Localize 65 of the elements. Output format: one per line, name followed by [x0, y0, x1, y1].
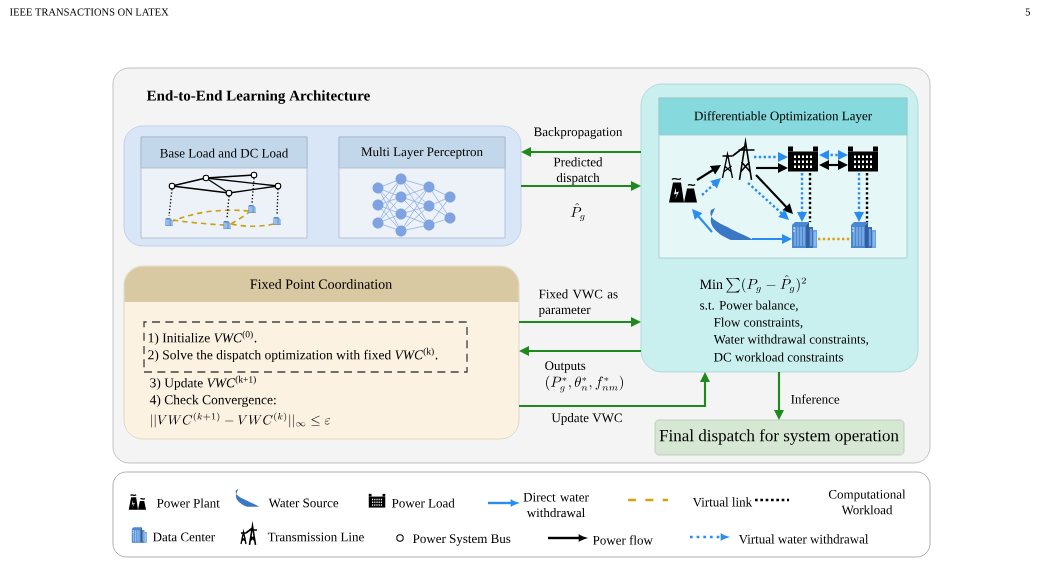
result-box: Final dispatch for system operation — [654, 419, 905, 456]
step-text: 2) Solve the dispatch optimization with fixed VWC$^{(k)}$. — [148, 347, 438, 363]
page-number: 5 — [1025, 8, 1030, 16]
power-plant-icon — [669, 177, 697, 203]
arrow — [755, 174, 793, 214]
arrow — [752, 234, 792, 244]
legend-label: Virtual water withdrawal — [738, 534, 869, 544]
card-heading: Multi Layer Perceptron — [361, 147, 483, 159]
edge-label: Outputs — [545, 361, 586, 373]
legend-label: Computational Workload — [828, 489, 906, 515]
formula: $\hat{P}_g$ — [570, 203, 585, 221]
edge-label: Predicted dispatch — [553, 157, 603, 185]
arrow — [696, 165, 721, 181]
constraint-text: Water withdrawal constraints, — [713, 334, 869, 346]
connector-line — [865, 173, 869, 222]
arrow — [756, 163, 788, 173]
legend-label: Power System Bus — [413, 534, 511, 546]
panel-title: End-to-End Learning Architecture — [146, 90, 370, 104]
edge-label: Inference — [791, 394, 840, 404]
card-heading: Fixed Point Coordination — [250, 279, 392, 289]
legend-label: Transmission Line — [267, 532, 364, 542]
legend-label: Power flow — [593, 535, 653, 545]
legend-label: Power Plant — [157, 498, 220, 508]
step-text: 3) Update VWC$^{(k+1)}$ — [150, 375, 256, 391]
card-heading: Base Load and DC Load — [160, 148, 289, 158]
edge-label: Fixed VWC as parameter — [538, 289, 618, 317]
formula: $(P_g^*, \theta_n^*, f_{nm}^*)$ — [546, 375, 623, 393]
legend-label: Power Load — [392, 498, 455, 508]
arrow — [692, 209, 713, 233]
constraint-text: s.t. Power balance, — [700, 300, 798, 312]
legend-label: Data Center — [153, 532, 215, 542]
arrow — [797, 173, 807, 222]
arrow — [521, 181, 641, 191]
connector-line — [808, 173, 812, 222]
power-load-icon — [788, 146, 818, 172]
arrow — [519, 372, 710, 408]
step-text: 4) Check Convergence: — [149, 394, 276, 408]
arrow — [747, 182, 789, 220]
arrow — [519, 317, 641, 327]
edge-label: Backpropagation — [534, 127, 623, 139]
constraint-text: Flow constraints, — [714, 317, 803, 329]
double-arrow — [819, 160, 848, 170]
legend-label: Direct water withdrawal — [523, 492, 589, 518]
step-text: 1) Initialize VWC$^{(0)}$. — [148, 330, 257, 346]
arrow — [521, 147, 641, 157]
arrow — [701, 178, 721, 196]
running-header: IEEE TRANSACTIONS ON LATEX — [10, 8, 169, 16]
power-load-icon — [848, 146, 878, 172]
double-arrow — [819, 150, 848, 160]
formula: $\mathrm{Min}\sum(P_g - \hat{P}_g)^2$ — [700, 275, 806, 293]
data-center-icon — [792, 222, 817, 248]
formula: $||VWC^{(k+1)} - VWC^{(k)}||_\infty \le \varepsilon$ — [151, 412, 331, 428]
constraint-text: DC workload constraints — [714, 352, 844, 362]
transmission-tower-icon — [721, 136, 756, 181]
legend-label: Water Source — [268, 498, 339, 508]
arrow — [754, 152, 788, 162]
legend-label: Virtual link — [692, 497, 753, 507]
data-center-icon — [851, 222, 876, 248]
arrow — [519, 346, 641, 356]
card-heading: Differentiable Optimization Layer — [694, 111, 872, 123]
water-source-icon — [710, 208, 753, 240]
arrow — [774, 372, 784, 420]
edge-label: Update VWC — [551, 413, 622, 425]
arrow — [854, 173, 864, 222]
connector-line — [818, 237, 850, 241]
